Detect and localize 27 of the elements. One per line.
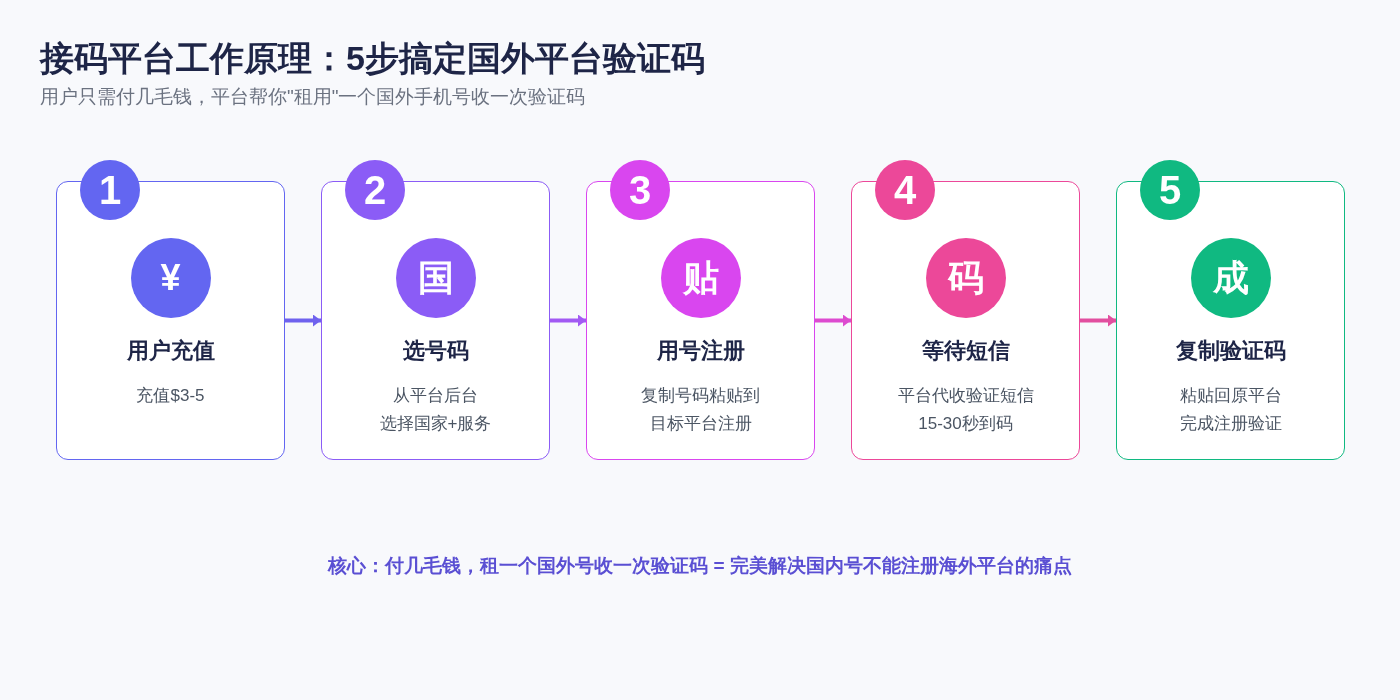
subtitle: 用户只需付几毛钱，平台帮你"租用"一个国外手机号收一次验证码 xyxy=(40,85,586,109)
step-number-badge: 5 xyxy=(1140,160,1200,220)
step-number-badge: 3 xyxy=(610,160,670,220)
step-title: 用户充值 xyxy=(126,337,215,365)
arrow xyxy=(1080,314,1116,327)
step-description: 复制号码粘贴到目标平台注册 xyxy=(640,385,761,435)
character-badge: 国 xyxy=(395,238,476,318)
character-badge: ¥ xyxy=(130,238,211,318)
summary-note: 核心：付几毛钱，租一个国外号收一次验证码 = 完美解决国内号不能注册海外平台的痛点 xyxy=(328,554,1072,578)
step-number-badge: 4 xyxy=(875,160,935,220)
step-number-badge: 1 xyxy=(80,160,140,220)
character-badge: 成 xyxy=(1190,238,1271,318)
page-title: 接码平台工作原理：5步搞定国外平台验证码 xyxy=(40,38,705,79)
step-title: 选号码 xyxy=(402,337,469,365)
arrow xyxy=(550,314,586,327)
arrow xyxy=(285,314,321,327)
step-description: 粘贴回原平台完成注册验证 xyxy=(1178,385,1283,435)
step-number-badge: 2 xyxy=(345,160,405,220)
step-title: 等待短信 xyxy=(921,337,1010,365)
character-badge: 码 xyxy=(925,238,1006,318)
step-description: 从平台后台选择国家+服务 xyxy=(378,385,493,435)
step-title: 复制验证码 xyxy=(1175,337,1286,365)
character-badge: 贴 xyxy=(660,238,741,318)
arrow xyxy=(815,314,851,327)
step-description: 充值$3-5 xyxy=(135,385,206,407)
step-description: 平台代收验证短信15-30秒到码 xyxy=(896,385,1035,435)
step-title: 用号注册 xyxy=(656,337,745,365)
